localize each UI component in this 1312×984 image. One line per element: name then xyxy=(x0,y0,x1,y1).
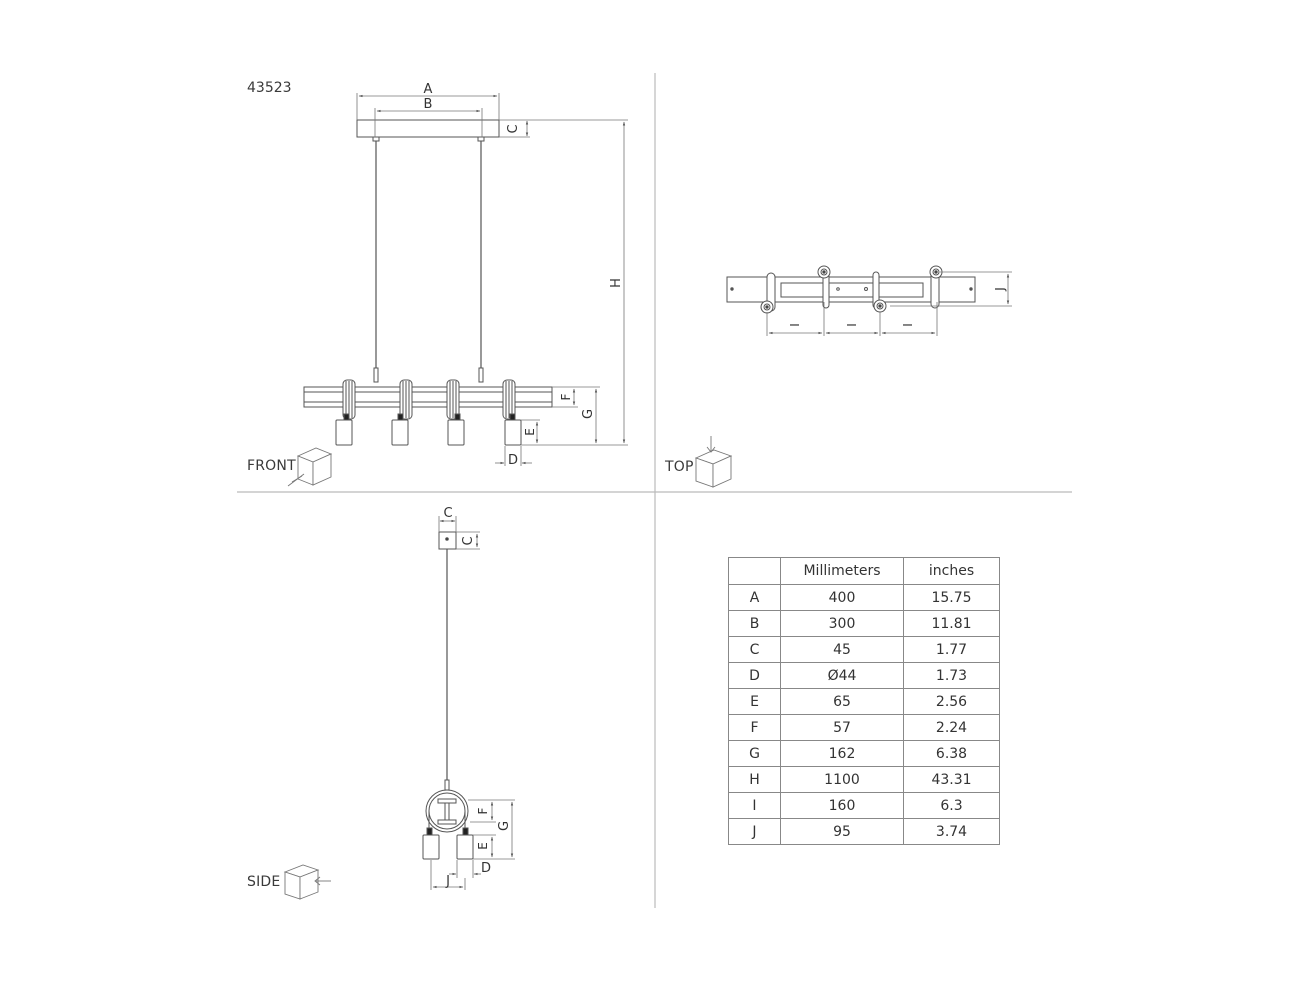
row-in: 43.31 xyxy=(903,766,1000,793)
model-number: 43523 xyxy=(247,80,292,96)
row-in: 11.81 xyxy=(903,610,1000,637)
dim-label-c: C xyxy=(506,124,521,133)
header-millimeters: Millimeters xyxy=(780,557,904,585)
row-key: F xyxy=(728,714,781,741)
quadrant-dividers xyxy=(237,73,1072,908)
row-in: 2.56 xyxy=(903,688,1000,715)
front-view-cube-icon xyxy=(287,447,333,487)
row-in: 2.24 xyxy=(903,714,1000,741)
dim-label-j: J xyxy=(993,287,1007,292)
row-in: 1.77 xyxy=(903,636,1000,663)
row-mm: 162 xyxy=(780,740,904,767)
top-view-cube-icon xyxy=(694,436,733,488)
top-view-label: TOP xyxy=(665,459,694,475)
row-in: 6.38 xyxy=(903,740,1000,767)
row-in: 6.3 xyxy=(903,792,1000,819)
row-mm: 1100 xyxy=(780,766,904,793)
row-key: B xyxy=(728,610,781,637)
side-view-cube-icon xyxy=(283,864,331,900)
row-mm: 57 xyxy=(780,714,904,741)
dim-label-e: E xyxy=(523,428,537,436)
side-dim-label-c-height: C xyxy=(461,536,476,545)
row-key: E xyxy=(728,688,781,715)
side-dim-label-e: E xyxy=(476,842,490,850)
dim-label-f: F xyxy=(559,393,573,400)
dim-label-d: D xyxy=(508,453,518,468)
dim-label-h: H xyxy=(609,278,624,288)
row-in: 3.74 xyxy=(903,818,1000,845)
row-key: A xyxy=(728,584,781,611)
side-dim-label-j: J xyxy=(445,874,450,889)
dim-label-i-1: I xyxy=(788,323,802,327)
row-mm: 65 xyxy=(780,688,904,715)
side-view-label: SIDE xyxy=(247,874,281,890)
row-key: I xyxy=(728,792,781,819)
row-key: G xyxy=(728,740,781,767)
dim-label-a: A xyxy=(424,82,433,97)
front-view-drawing: A B C H F G E D xyxy=(303,82,628,468)
row-mm: 95 xyxy=(780,818,904,845)
top-view-drawing: J I I I xyxy=(726,265,1012,336)
row-key: J xyxy=(728,818,781,845)
side-view-drawing: C C F G E D J xyxy=(422,506,515,890)
row-mm: 400 xyxy=(780,584,904,611)
dim-label-i-3: I xyxy=(901,323,915,327)
row-mm: 160 xyxy=(780,792,904,819)
row-mm: 300 xyxy=(780,610,904,637)
row-key: C xyxy=(728,636,781,663)
table-header-row: Millimeters inches xyxy=(728,557,1000,585)
dim-label-i-2: I xyxy=(845,323,859,327)
row-key: D xyxy=(728,662,781,689)
header-key xyxy=(728,557,781,585)
side-dim-label-f: F xyxy=(476,807,490,814)
row-key: H xyxy=(728,766,781,793)
side-dim-label-c-width: C xyxy=(443,506,452,521)
front-view-label: FRONT xyxy=(247,458,296,474)
side-dim-label-d: D xyxy=(481,861,491,876)
side-dim-label-g: G xyxy=(497,821,512,831)
dim-label-b: B xyxy=(424,97,433,112)
dim-label-g: G xyxy=(581,409,596,419)
header-inches: inches xyxy=(903,557,1000,585)
row-in: 1.73 xyxy=(903,662,1000,689)
row-mm: 45 xyxy=(780,636,904,663)
row-mm: Ø44 xyxy=(780,662,904,689)
row-in: 15.75 xyxy=(903,584,1000,611)
